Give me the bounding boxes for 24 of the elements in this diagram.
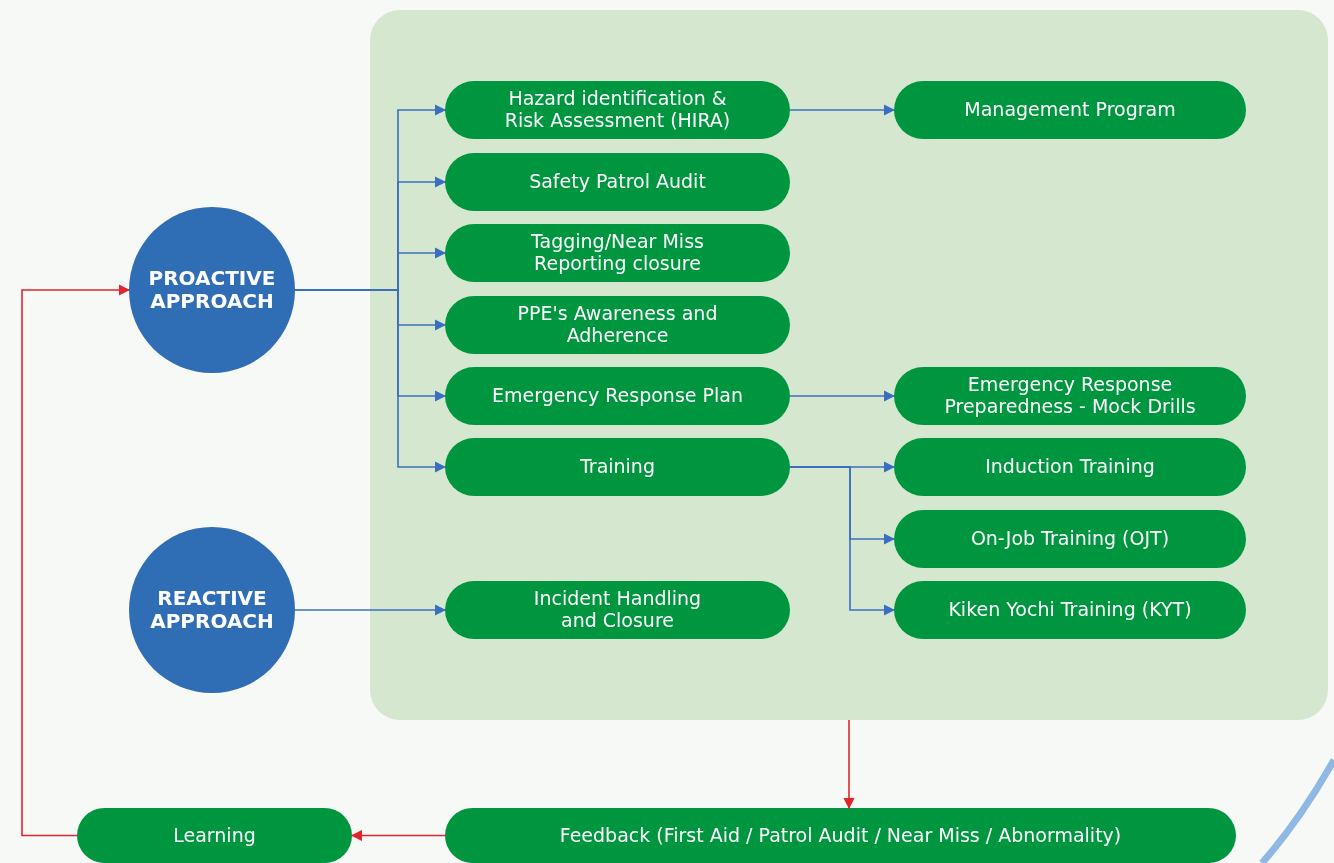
process-pill: PPE's Awareness and Adherence — [445, 296, 790, 354]
arrow — [294, 604, 447, 616]
arrow — [789, 390, 896, 402]
approach-circle: PROACTIVE APPROACH — [129, 207, 295, 373]
process-pill: Emergency Response Preparedness - Mock Drills — [894, 367, 1246, 425]
process-pill: Management Program — [894, 81, 1246, 139]
panel-background — [370, 10, 1328, 720]
approach-circle: REACTIVE APPROACH — [129, 527, 295, 693]
arrow — [350, 829, 446, 842]
process-pill: On-Job Training (OJT) — [894, 510, 1246, 568]
arrow — [789, 104, 896, 116]
process-pill: Learning — [77, 808, 352, 863]
process-pill: Emergency Response Plan — [445, 367, 790, 425]
process-pill: Incident Handling and Closure — [445, 581, 790, 639]
process-pill: Tagging/Near Miss Reporting closure — [445, 224, 790, 282]
arrow — [843, 719, 855, 810]
process-pill: Hazard identification & Risk Assessment (HIRA) — [445, 81, 790, 139]
process-pill: Safety Patrol Audit — [445, 153, 790, 211]
process-pill: Induction Training — [894, 438, 1246, 496]
process-pill: Kiken Yochi Training (KYT) — [894, 581, 1246, 639]
arrow — [789, 466, 896, 616]
process-pill: Feedback (First Aid / Patrol Audit / Near Miss / Abnormality) — [445, 808, 1236, 863]
arrow — [21, 284, 131, 837]
process-pill: Training — [445, 438, 790, 496]
